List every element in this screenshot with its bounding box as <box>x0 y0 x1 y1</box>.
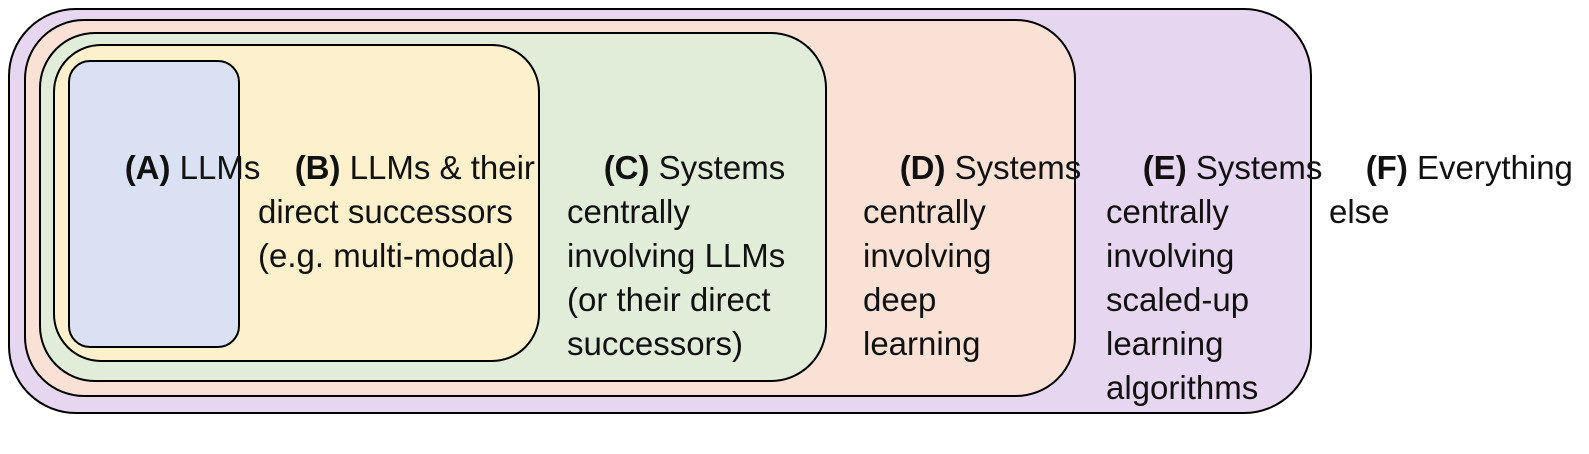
region-e-line-1: Systems <box>1186 149 1323 186</box>
region-d-line-3: involving <box>863 237 992 274</box>
region-c-tag: (C) <box>603 149 650 186</box>
region-a-box <box>68 60 240 348</box>
region-c-line-4: (or their direct <box>567 281 771 318</box>
region-d-tag: (D) <box>899 149 946 186</box>
region-d-label: (D) Systems centrally involving deep learnin… <box>863 102 1081 410</box>
region-f-line-2: else <box>1329 193 1390 230</box>
region-d-line-2: centrally <box>863 193 986 230</box>
region-a-label: (A) LLMs <box>88 102 261 234</box>
region-e-line-6: algorithms <box>1106 369 1259 406</box>
region-b-tag: (B) <box>294 149 341 186</box>
region-f-label: (F) Everything else <box>1329 102 1573 278</box>
region-b-line-1: LLMs & their <box>340 149 535 186</box>
region-c-line-2: centrally <box>567 193 690 230</box>
region-f-line-1: Everything <box>1407 149 1573 186</box>
region-b-line-2: direct successors <box>258 193 513 230</box>
region-d-line-5: learning <box>863 325 981 362</box>
region-e-tag: (E) <box>1142 149 1187 186</box>
region-e-label: (E) Systems centrally involving scaled-up le… <box>1106 102 1322 454</box>
region-b-line-3: (e.g. multi-modal) <box>258 237 515 274</box>
region-c-label: (C) Systems centrally involving LLMs (or th… <box>567 102 785 410</box>
region-d-line-1: Systems <box>945 149 1082 186</box>
region-e-line-2: centrally <box>1106 193 1229 230</box>
region-a-tag: (A) <box>124 149 171 186</box>
region-c-line-5: successors) <box>567 325 744 362</box>
region-f-tag: (F) <box>1365 149 1408 186</box>
region-b-label: (B) LLMs & their direct successors (e.g. m… <box>258 102 535 322</box>
region-a-line-1: LLMs <box>170 149 261 186</box>
region-c-line-1: Systems <box>649 149 786 186</box>
region-e-line-4: scaled-up <box>1106 281 1250 318</box>
region-e-line-5: learning <box>1106 325 1224 362</box>
region-c-line-3: involving LLMs <box>567 237 786 274</box>
region-d-line-4: deep <box>863 281 937 318</box>
region-e-line-3: involving <box>1106 237 1235 274</box>
